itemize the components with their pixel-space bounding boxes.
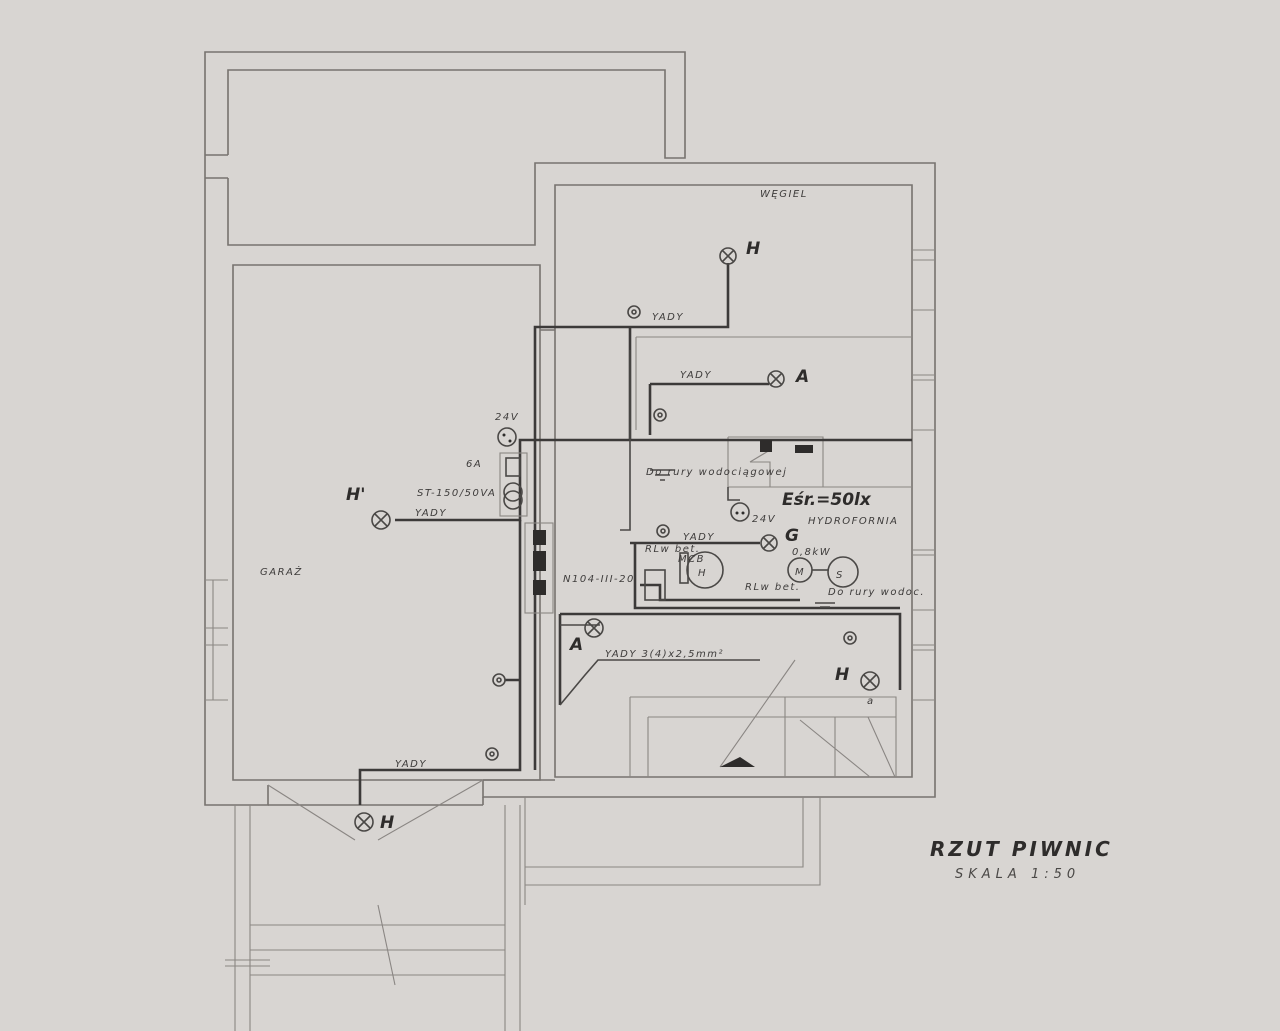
motor-power: 0,8kW <box>792 547 831 558</box>
switch-icon <box>843 631 857 645</box>
transformer-model: ST-150/50VA <box>417 488 496 499</box>
switchboard-label: N104-III-20 <box>563 574 635 585</box>
cable-label: YADY <box>680 370 712 381</box>
ground-icon <box>650 469 675 481</box>
cable-label: YADY <box>415 508 447 519</box>
lamp-stairs <box>860 671 880 691</box>
drawing-scale: SKALA 1:50 <box>955 867 1080 882</box>
room-label-hydro: HYDROFORNIA <box>808 516 899 527</box>
switchboard-icon <box>524 522 554 614</box>
lamp-label: H <box>746 239 760 259</box>
lamp-hydro-a <box>767 370 785 388</box>
equipment-box <box>760 440 772 452</box>
ground-note-2: Do rury wodoc. <box>828 587 925 598</box>
socket-24v-icon <box>497 427 517 447</box>
drawing-title: RZUT PIWNIC <box>930 837 1113 861</box>
lamp-sublabel: a <box>867 696 875 707</box>
lamp-hydro-g <box>760 534 778 552</box>
room-label-coal: WĘGIEL <box>760 189 808 200</box>
lamp-coal <box>719 247 737 265</box>
cable-label: YADY <box>652 312 684 323</box>
lamp-label: H <box>835 665 849 685</box>
lamp-label: H <box>380 813 394 833</box>
heater-icon <box>679 551 724 589</box>
equipment-box <box>795 445 813 453</box>
lamp-label: G <box>785 526 799 546</box>
cable-label: YADY <box>683 532 715 543</box>
fuse-label: 6A <box>466 459 482 470</box>
cable-label: RLw bet. <box>745 582 800 593</box>
socket-24v-hydro-icon <box>730 502 750 522</box>
mcb-label: MCB <box>678 554 705 565</box>
switch-icon <box>656 524 670 538</box>
lamp-corridor <box>584 618 604 638</box>
lamp-garage <box>371 510 391 530</box>
cable-label: YADY <box>395 759 427 770</box>
lamp-label: H' <box>346 485 365 505</box>
motor-symbol: M <box>795 567 805 578</box>
switch-icon <box>653 408 667 422</box>
lamp-label: A <box>794 367 809 387</box>
transformer-voltage: 24V <box>495 412 519 423</box>
heater-symbol: H <box>698 568 707 579</box>
main-cable-label: YADY 3(4)x2,5mm² <box>605 649 724 660</box>
relay-icon <box>644 569 666 601</box>
socket-voltage: 24V <box>752 514 776 525</box>
tank-symbol: S <box>836 570 844 581</box>
wiring <box>358 263 912 805</box>
switch-icon <box>485 747 499 761</box>
switch-icon <box>492 673 506 687</box>
ground-icon <box>815 602 835 608</box>
stair-arrow <box>720 757 755 767</box>
lamp-entry <box>354 812 374 832</box>
cable-label: RLw bet. <box>645 544 700 555</box>
transformer-icon <box>499 452 528 517</box>
illuminance-label: Eśr.=50lx <box>782 490 872 510</box>
switch-icon <box>627 305 641 319</box>
ground-note: Do rury wodociągowej <box>646 467 787 478</box>
lamp-label: A <box>568 635 583 655</box>
room-label-garage: GARAŻ <box>260 565 303 578</box>
motor-icon <box>787 556 859 588</box>
walls <box>204 51 936 1031</box>
